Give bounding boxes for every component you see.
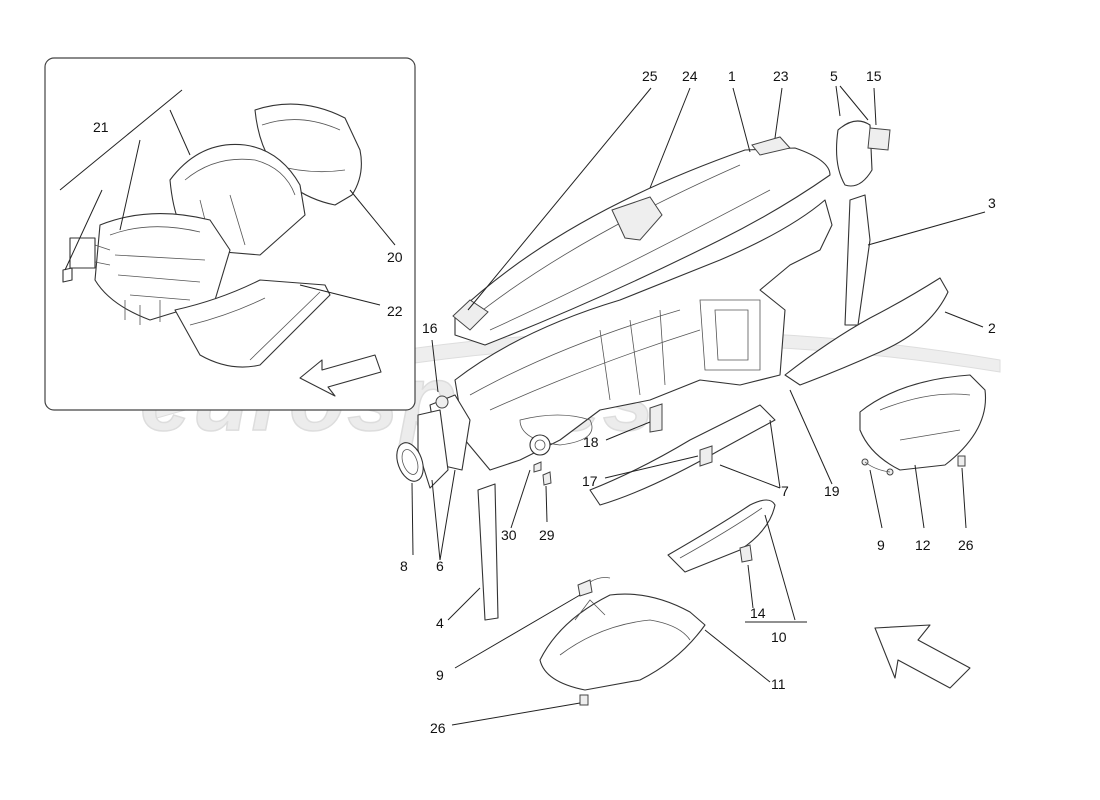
callout-5: 5 (830, 68, 838, 84)
callout-26-lower: 26 (430, 720, 446, 736)
arrow-down-left-icon (299, 354, 382, 397)
callout-23: 23 (773, 68, 789, 84)
callout-9-right: 9 (877, 537, 885, 553)
main-dashboard-assembly (396, 120, 987, 706)
callout-16: 16 (422, 320, 438, 336)
callout-26-right: 26 (958, 537, 974, 553)
callout-19: 19 (824, 483, 840, 499)
callout-30: 30 (501, 527, 517, 543)
inset-leaders (59, 89, 396, 306)
callout-20: 20 (387, 249, 403, 265)
inset-steering-column-cover (62, 103, 362, 368)
callout-14: 14 (750, 605, 766, 621)
callout-3: 3 (988, 195, 996, 211)
callout-9-lower: 9 (436, 667, 444, 683)
callout-labels: 1 2 3 4 5 6 7 8 9 9 10 11 12 14 15 16 17… (93, 68, 996, 736)
callout-24: 24 (682, 68, 698, 84)
arrow-up-left-icon (874, 624, 971, 689)
callout-1: 1 (728, 68, 736, 84)
callout-10: 10 (771, 629, 787, 645)
callout-6: 6 (436, 558, 444, 574)
callout-21: 21 (93, 119, 109, 135)
callout-12: 12 (915, 537, 931, 553)
callout-18: 18 (583, 434, 599, 450)
callout-8: 8 (400, 558, 408, 574)
callout-15: 15 (866, 68, 882, 84)
callout-29: 29 (539, 527, 555, 543)
callout-22: 22 (387, 303, 403, 319)
callout-25: 25 (642, 68, 658, 84)
main-leaders (411, 85, 986, 726)
callout-17: 17 (582, 473, 598, 489)
callout-4: 4 (436, 615, 444, 631)
callout-2: 2 (988, 320, 996, 336)
callout-7: 7 (781, 483, 789, 499)
callout-11: 11 (771, 676, 786, 692)
